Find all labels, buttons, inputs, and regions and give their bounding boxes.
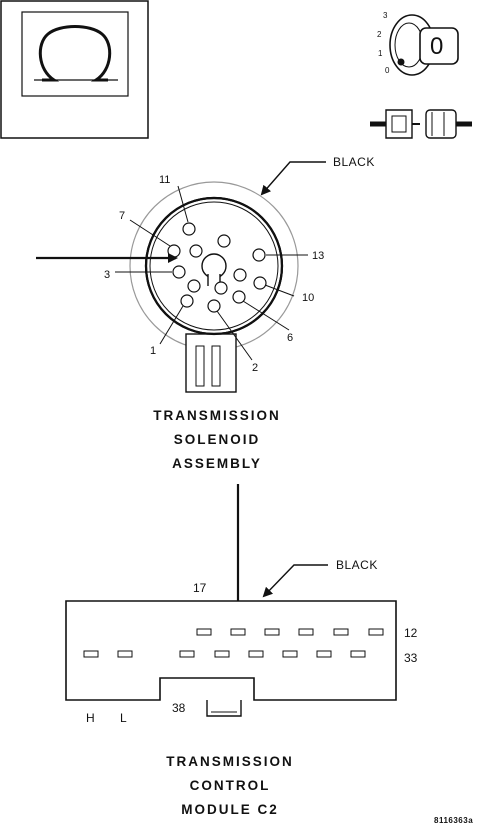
module-top-terminal-row: [196, 628, 384, 636]
key-position-1: 1: [378, 49, 383, 58]
solenoid-pin-6-label: 6: [287, 332, 293, 344]
module-pin-12-label: 12: [404, 626, 418, 640]
key-position-0: 0: [385, 66, 390, 75]
module-bottom-terminal-row: [83, 650, 366, 658]
key-position-3: 3: [383, 11, 388, 20]
solenoid-pin-10-label: 10: [302, 292, 314, 304]
module-pin-33-label: 33: [404, 651, 418, 665]
solenoid-connector: BLACK: [36, 155, 375, 393]
key-letter: 0: [430, 33, 443, 60]
solenoid-title: TRANSMISSION SOLENOID ASSEMBLY: [153, 408, 281, 471]
module-pin-17-label: 17: [193, 581, 207, 595]
module-title: TRANSMISSION CONTROL MODULE C2: [166, 754, 294, 817]
module-title-line-3: MODULE C2: [181, 802, 279, 817]
module-pin-38-label: 38: [172, 701, 186, 715]
module-pin-h-label: H: [86, 711, 95, 725]
solenoid-title-line-1: TRANSMISSION: [153, 408, 281, 423]
solenoid-pin-11-label: 11: [159, 174, 170, 186]
module-color-label: BLACK: [336, 558, 378, 572]
key-position-2: 2: [377, 30, 382, 39]
solenoid-pin-3-label: 3: [104, 269, 110, 281]
solenoid-title-line-2: SOLENOID: [174, 432, 261, 447]
module-connector: BLACK 17 12 33 38: [65, 558, 418, 725]
solenoid-pin-2-label: 2: [252, 362, 258, 374]
solenoid-pin-13-label: 13: [312, 250, 324, 262]
ohmmeter-icon: [0, 0, 149, 139]
solenoid-color-label: BLACK: [333, 155, 375, 169]
disconnected-connector-icon: [370, 109, 472, 139]
solenoid-pin-1-label: 1: [150, 345, 156, 357]
module-title-line-2: CONTROL: [190, 778, 271, 793]
solenoid-title-line-3: ASSEMBLY: [172, 456, 262, 471]
module-pin-l-label: L: [120, 711, 127, 725]
module-title-line-1: TRANSMISSION: [166, 754, 294, 769]
ignition-key-icon: 3 2 1 0 0: [377, 11, 459, 76]
figure-id: 8116363a: [434, 816, 473, 825]
solenoid-pin-7-label: 7: [119, 210, 125, 222]
